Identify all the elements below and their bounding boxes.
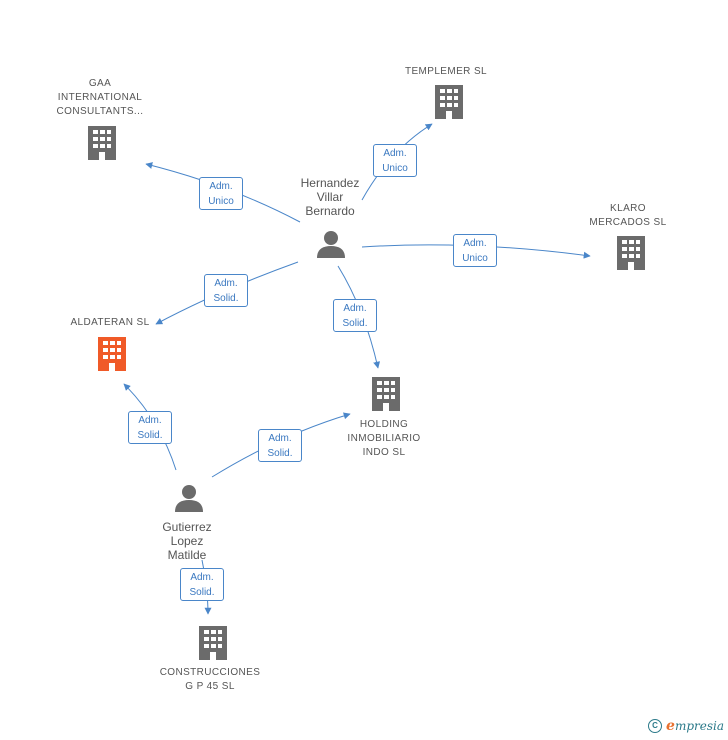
copyright-icon: C — [648, 719, 663, 733]
relation-label-hernandez-templemer[interactable]: Adm. Unico — [373, 144, 417, 177]
company-label-templemer[interactable]: TEMPLEMER SL — [404, 66, 488, 77]
building-icon[interactable] — [372, 377, 400, 411]
building-icon[interactable] — [199, 626, 227, 660]
person-label-gutierrez[interactable]: Gutierrez Lopez Matilde — [162, 520, 212, 562]
relation-label-gutierrez-aldateran[interactable]: Adm. Solid. — [128, 411, 172, 444]
relation-label-gutierrez-construcciones[interactable]: Adm. Solid. — [180, 568, 224, 601]
brand-logo: empresia — [666, 718, 724, 734]
company-label-gaa[interactable]: GAA INTERNATIONAL CONSULTANTS... — [56, 78, 144, 117]
company-label-klaro[interactable]: KLARO MERCADOS SL — [589, 203, 667, 228]
company-label-holding[interactable]: HOLDING INMOBILIARIO INDO SL — [347, 419, 421, 458]
relation-label-hernandez-gaa[interactable]: Adm. Unico — [199, 177, 243, 210]
building-icon[interactable] — [617, 236, 645, 270]
person-icon[interactable] — [317, 231, 345, 258]
person-icon[interactable] — [175, 485, 203, 512]
company-label-aldateran[interactable]: ALDATERAN SL — [70, 317, 150, 328]
relation-label-hernandez-klaro[interactable]: Adm. Unico — [453, 234, 497, 267]
building-icon[interactable] — [435, 85, 463, 119]
company-label-construcciones[interactable]: CONSTRUCCIONES G P 45 SL — [159, 667, 261, 692]
relation-label-hernandez-aldateran[interactable]: Adm. Solid. — [204, 274, 248, 307]
relation-label-gutierrez-holding[interactable]: Adm. Solid. — [258, 429, 302, 462]
person-label-hernandez[interactable]: Hernandez Villar Bernardo — [300, 176, 360, 218]
building-icon[interactable] — [88, 126, 116, 160]
relation-label-hernandez-holding[interactable]: Adm. Solid. — [333, 299, 377, 332]
building-icon-highlighted[interactable] — [98, 337, 126, 371]
footer-brand[interactable]: C empresia — [648, 718, 724, 734]
